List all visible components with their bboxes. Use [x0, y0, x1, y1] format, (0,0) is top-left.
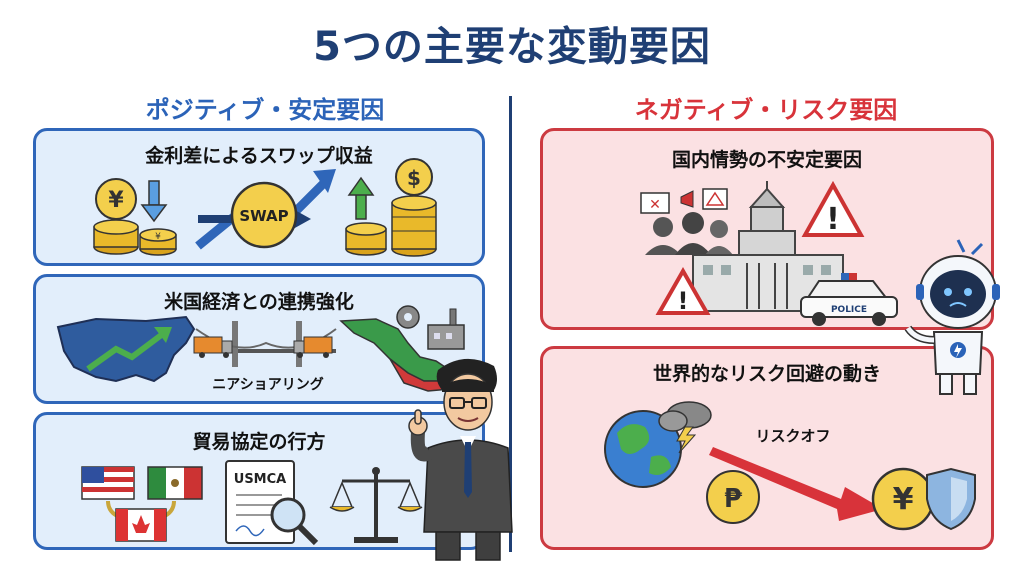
card-title: 世界的なリスク回避の動き	[652, 363, 881, 385]
column-divider	[509, 96, 512, 552]
risk-off-arrow	[709, 447, 883, 521]
card-trade-agreement: 貿易協定の行方 USMCA	[33, 412, 485, 550]
swap-illustration: ¥ ¥ SWAP	[93, 158, 437, 257]
svg-text:₱: ₱	[724, 484, 743, 514]
yen-coin-icon: ¥	[871, 467, 935, 531]
scales-icon	[329, 467, 423, 543]
truck-icon	[193, 336, 333, 358]
instability-illustration: ✕ !	[640, 180, 898, 326]
gear-icon	[396, 305, 420, 329]
usmca-label: USMCA	[234, 472, 286, 487]
magnifier-icon	[270, 497, 319, 546]
svg-text:$: $	[407, 166, 421, 190]
card-title: 米国経済との連携強化	[164, 291, 354, 313]
card-title: 国内情勢の不安定要因	[671, 149, 862, 171]
swap-coin-icon: SWAP	[230, 181, 298, 249]
card-title: 貿易協定の行方	[192, 431, 326, 453]
trade-illustration: USMCA	[81, 460, 423, 546]
card-swap-income: 金利差によるスワップ収益 ¥ ¥ SWAP	[33, 128, 485, 266]
warning-icon: !	[655, 266, 711, 315]
shield-icon	[926, 467, 976, 531]
protest-icon: ✕	[640, 188, 733, 255]
yen-coin-icon: ¥	[93, 178, 139, 255]
riskoff-label: リスクオフ	[755, 427, 830, 445]
svg-text:¥: ¥	[108, 188, 124, 213]
card-title: 金利差によるスワップ収益	[145, 145, 373, 167]
police-label: POLICE	[831, 305, 867, 315]
swap-label: SWAP	[239, 207, 288, 225]
card-us-economy: 米国経済との連携強化 ニアショアリング	[33, 274, 485, 404]
svg-text:✕: ✕	[649, 197, 661, 213]
usa-map-icon	[56, 315, 196, 383]
positive-heading: ポジティブ・安定要因	[145, 96, 385, 124]
peso-coin-icon: ₱	[706, 470, 760, 524]
page-title: 5つの主要な変動要因	[313, 24, 711, 70]
storm-cloud-icon	[658, 401, 712, 454]
nearshoring-illustration: ニアショアリング	[56, 305, 465, 393]
us-flag-icon	[81, 466, 135, 500]
nearshoring-label: ニアショアリング	[212, 376, 323, 393]
factory-icon	[427, 308, 465, 350]
svg-text:¥: ¥	[893, 482, 914, 517]
businessman-icon	[408, 358, 513, 561]
card-global-risk-off: 世界的なリスク回避の動き リスクオフ ₱ ¥	[540, 346, 994, 550]
globe-icon	[604, 410, 682, 488]
svg-text:!: !	[678, 287, 689, 315]
riskoff-illustration: リスクオフ ₱ ¥	[604, 401, 976, 531]
up-arrow-icon	[347, 176, 375, 220]
yen-coin-stack-small: ¥	[139, 228, 177, 256]
svg-text:!: !	[826, 202, 840, 237]
warning-icon: !	[801, 180, 865, 237]
svg-text:¥: ¥	[155, 232, 161, 242]
robot-mascot-icon	[904, 239, 1000, 395]
dollar-coin-icon: $	[345, 158, 437, 257]
mexico-flag-icon	[147, 466, 203, 500]
negative-heading: ネガティブ・リスク要因	[634, 96, 898, 124]
down-arrow-icon	[140, 180, 168, 223]
canada-flag-icon	[115, 508, 167, 542]
police-car-icon: POLICE	[800, 273, 898, 326]
